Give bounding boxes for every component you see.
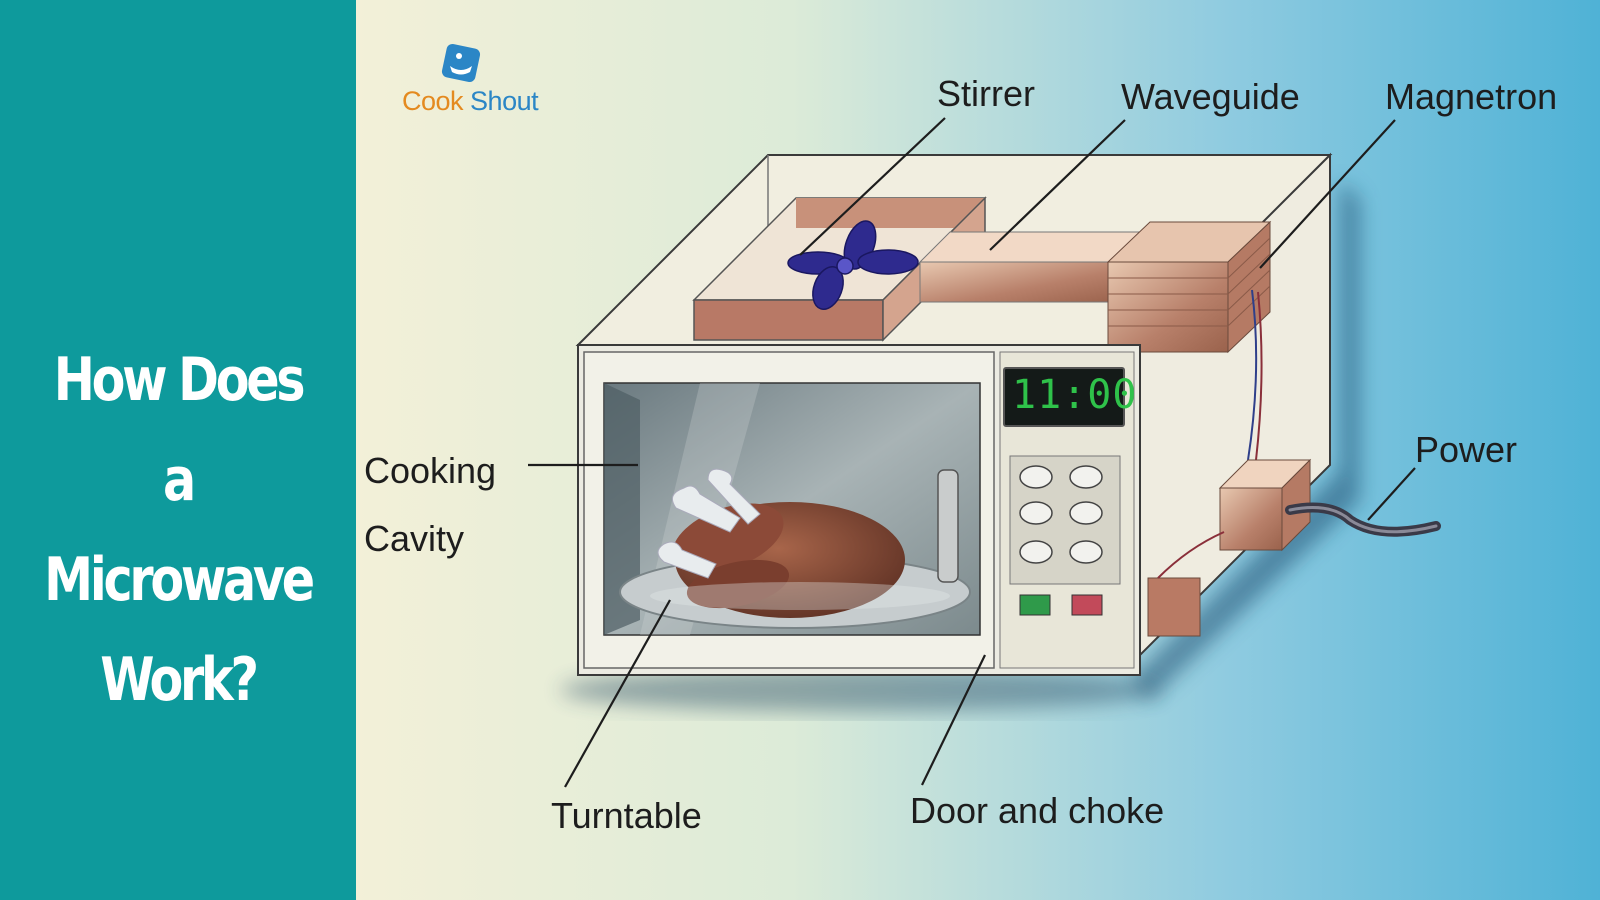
cookshout-logo: Cook Shout: [402, 86, 539, 117]
stirrer-fan: [787, 220, 919, 310]
timer-display-screen: [1003, 367, 1125, 427]
title-line: Work?: [100, 645, 259, 715]
magnetron-wire: [1247, 289, 1258, 461]
microwave-diagram: [356, 0, 1600, 900]
title-line: How Does a: [53, 345, 306, 515]
label-power: Power: [1415, 429, 1518, 470]
title-line: Microwave: [44, 545, 315, 615]
label-stirrer: Stirrer: [937, 73, 1035, 114]
door-handle: [937, 469, 959, 583]
magnetron-wire: [1255, 291, 1263, 461]
label-cavity: Cavity: [364, 518, 465, 559]
logo-word-shout: Shout: [470, 86, 539, 116]
housing-shadow: [1130, 180, 1360, 700]
page-title: How Does a Microwave Work?: [32, 330, 324, 730]
magnetron: [1106, 220, 1272, 354]
label-cooking: Cooking: [364, 450, 497, 491]
capacitor: [1147, 531, 1225, 637]
logo-word-cook: Cook: [402, 86, 464, 116]
roast-chicken: [650, 468, 950, 618]
title-panel: How Does a Microwave Work?: [0, 0, 356, 900]
label-waveguide: Waveguide: [1121, 76, 1300, 117]
floor-shadow: [560, 668, 1160, 712]
cookshout-logo-icon: [441, 43, 481, 83]
label-door-and-choke: Door and choke: [910, 790, 1165, 831]
keypad: [1009, 455, 1121, 616]
label-magnetron: Magnetron: [1385, 76, 1558, 117]
label-turntable: Turntable: [551, 795, 702, 836]
leader-lines: [528, 117, 1416, 788]
timer-display-text: 11:00: [1012, 372, 1138, 418]
